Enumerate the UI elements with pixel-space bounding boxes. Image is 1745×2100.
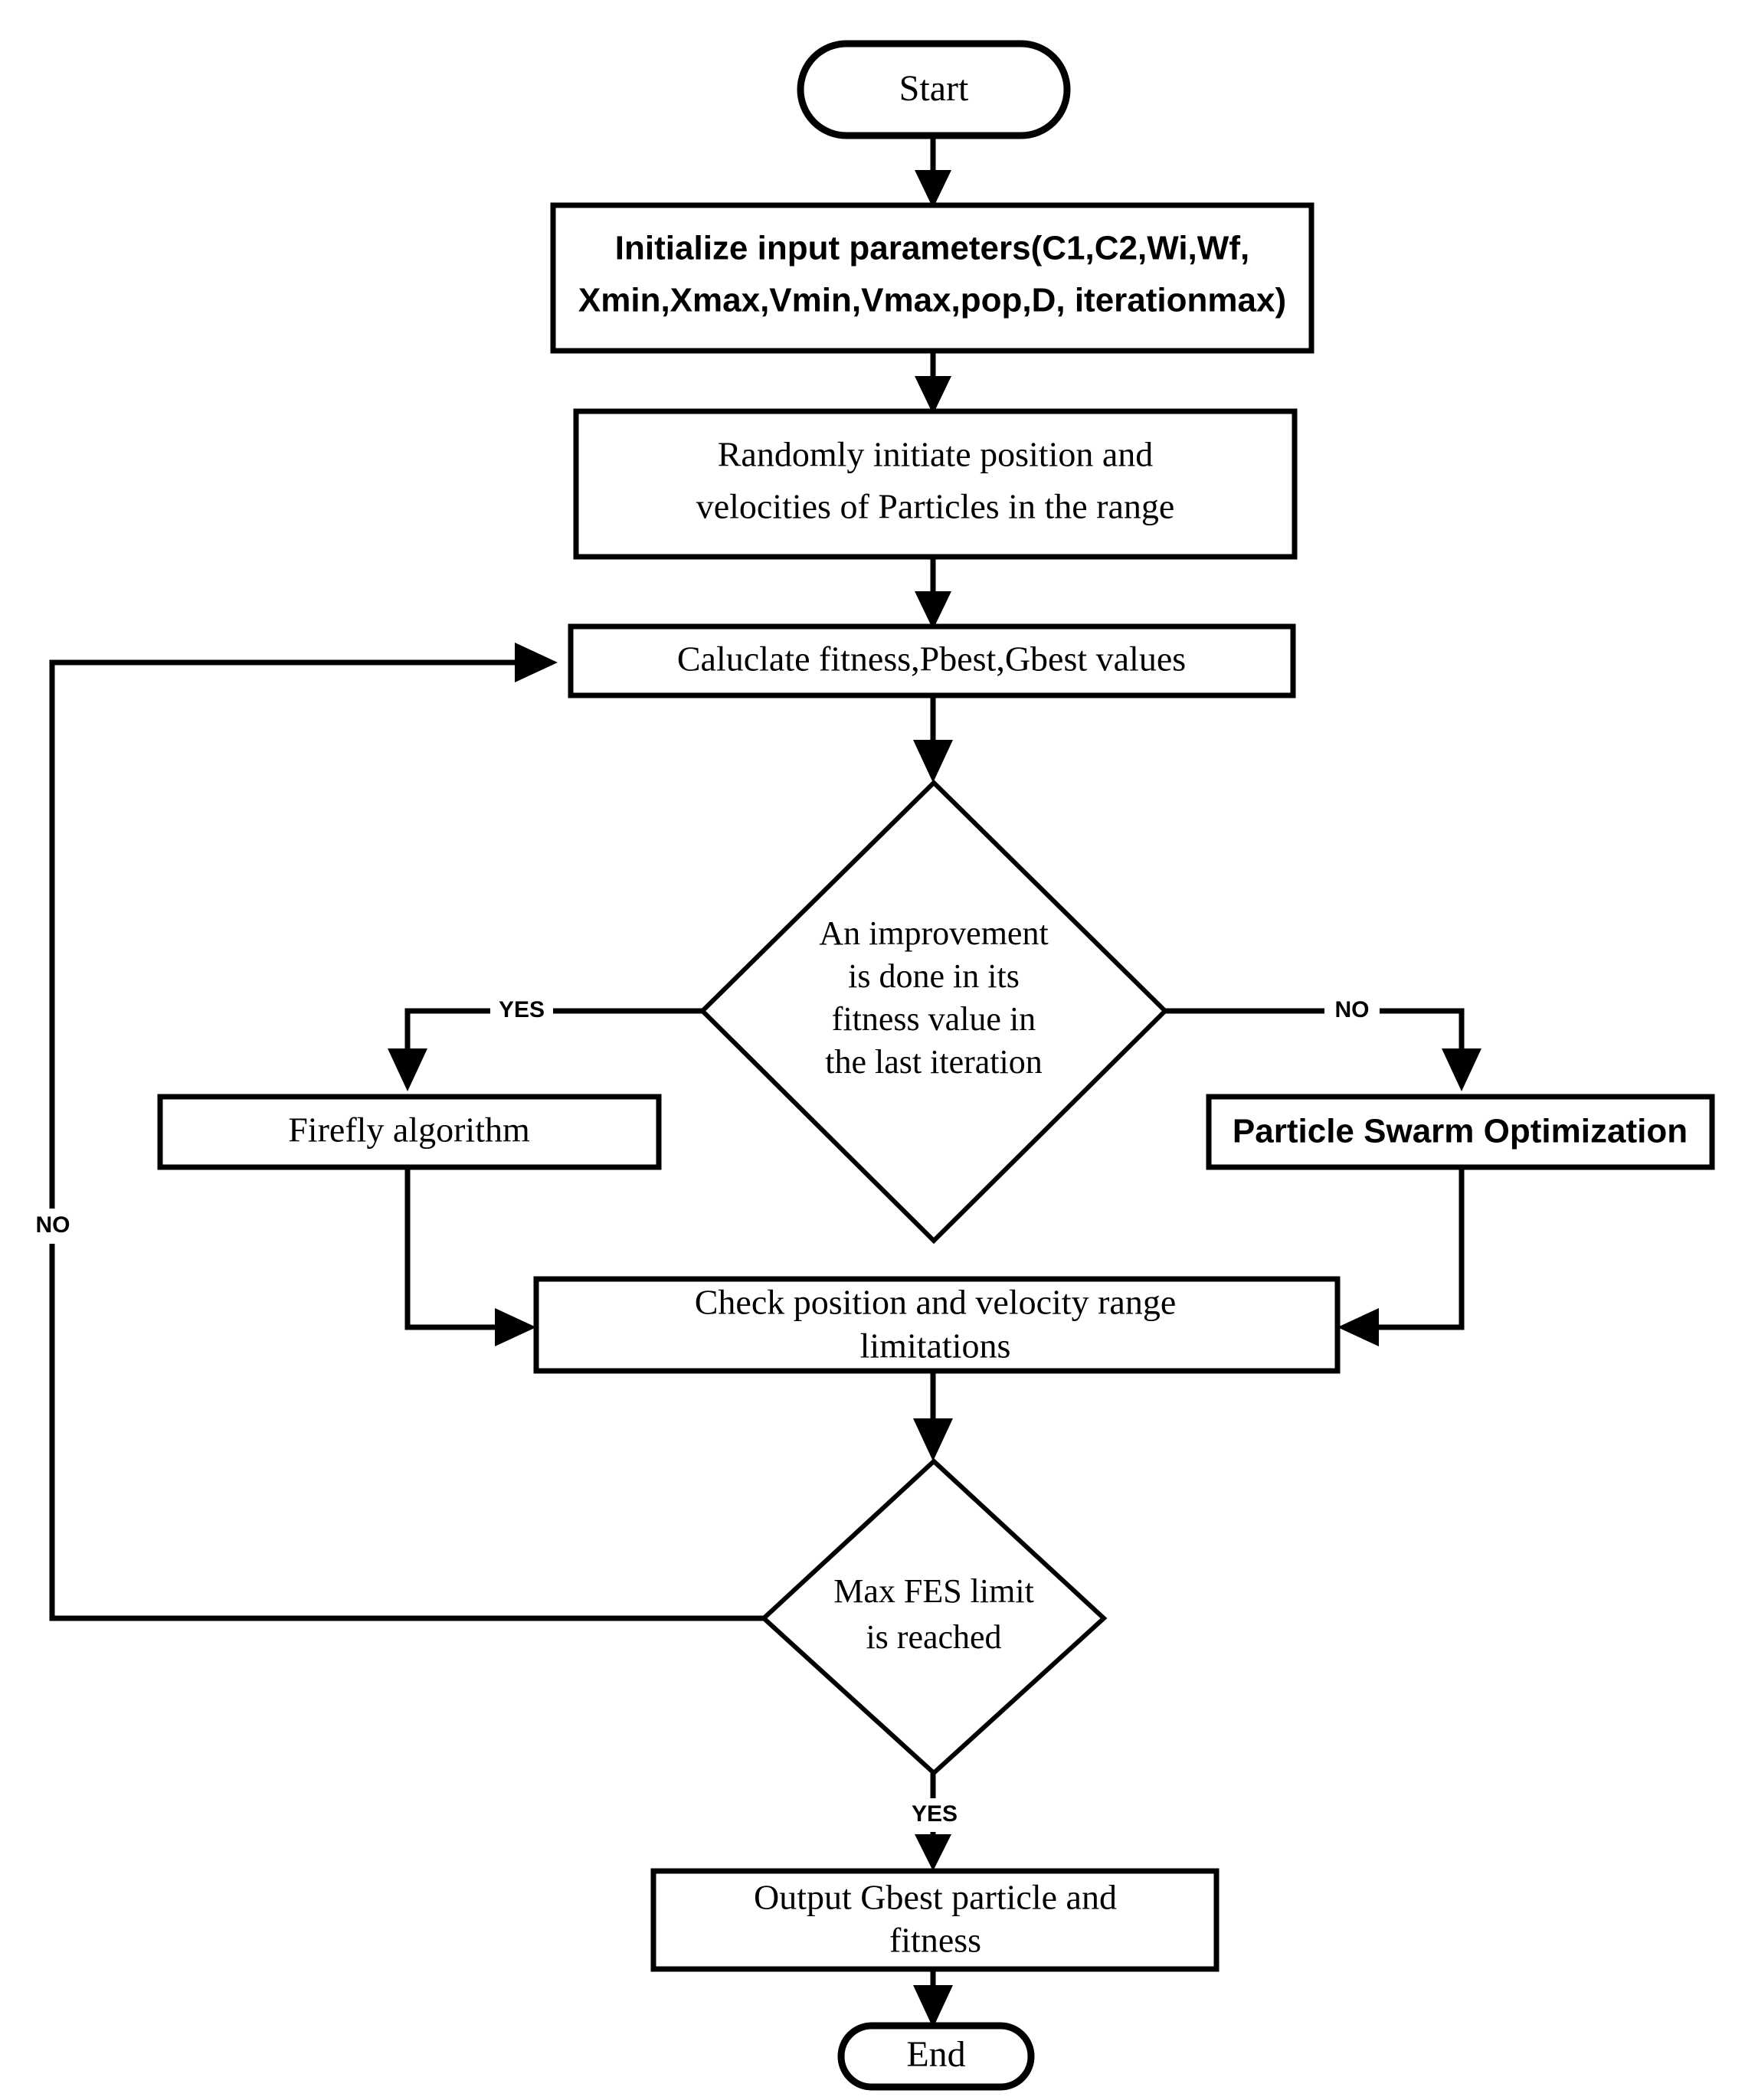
edge-improvement-yes-to-firefly [388, 1008, 703, 1091]
node-random-init[interactable]: Randomly initiate position and velocitie… [573, 408, 1298, 560]
output-line1: Output Gbest particle and [754, 1878, 1117, 1917]
check-limits-line2: limitations [860, 1326, 1011, 1366]
firefly-label: Firefly algorithm [288, 1111, 530, 1150]
random-init-label-line2: velocities of Particles in the range [696, 487, 1175, 526]
edge-random-init-to-calculate-fitness [915, 557, 951, 630]
check-limits-shape [533, 1276, 1341, 1374]
edge-label-loop-no-text: NO [36, 1212, 70, 1238]
edge-maxfes-no-loopback [49, 643, 766, 1621]
edge-label-maxfes-yes: YES [902, 1798, 967, 1832]
improvement-decision-line2: is done in its [848, 957, 1020, 995]
pso-shape [1206, 1094, 1715, 1170]
edge-initialize-to-random-init [915, 351, 951, 414]
edge-firefly-to-check-limits [404, 1167, 536, 1346]
improvement-decision-line4: the last iteration [825, 1043, 1042, 1081]
initialize-label-line1: Initialize input parameters(C1,C2,Wi,Wf, [615, 230, 1249, 267]
calculate-fitness-shape [568, 623, 1296, 698]
edge-calculate-fitness-to-improvement [913, 695, 953, 783]
end-label: End [906, 2034, 965, 2075]
edge-label-yes-text: YES [499, 997, 545, 1022]
maxfes-decision-shape [760, 1457, 1108, 1777]
firefly-shape [157, 1094, 662, 1170]
initialize-label-line2: Xmin,Xmax,Vmin,Vmax,pop,D, iterationmax) [578, 282, 1286, 319]
maxfes-decision-line2: is reached [866, 1618, 1001, 1656]
node-output[interactable]: Output Gbest particle and fitness [650, 1868, 1220, 1972]
edge-label-maxfes-no: NO [26, 1209, 80, 1244]
check-limits-line1: Check position and velocity range [695, 1283, 1177, 1322]
edge-improvement-no-to-pso [1164, 1008, 1481, 1091]
initialize-shape [550, 202, 1314, 354]
node-end[interactable]: End [837, 2022, 1035, 2091]
start-label: Start [899, 68, 969, 109]
node-start[interactable]: Start [797, 40, 1071, 139]
maxfes-decision-line1: Max FES limit [833, 1572, 1034, 1610]
random-init-label-line1: Randomly initiate position and [718, 435, 1154, 474]
edge-start-to-initialize [915, 134, 951, 208]
improvement-decision-line1: An improvement [819, 914, 1048, 952]
edge-label-improvement-yes: YES [490, 994, 553, 1028]
end-shape [837, 2022, 1035, 2091]
edge-label-improvement-no: NO [1324, 994, 1380, 1028]
output-line2: fitness [889, 1921, 981, 1960]
random-init-shape [573, 408, 1298, 560]
edge-label-final-yes-text: YES [912, 1801, 958, 1827]
node-firefly[interactable]: Firefly algorithm [157, 1094, 662, 1170]
output-shape [650, 1868, 1220, 1972]
improvement-decision-shape [699, 779, 1169, 1245]
improvement-decision-line3: fitness value in [832, 1000, 1036, 1038]
node-calculate-fitness[interactable]: Caluclate fitness,Pbest,Gbest values [568, 623, 1296, 698]
node-improvement-decision[interactable]: An improvement is done in its fitness va… [699, 779, 1169, 1245]
edge-output-to-end [913, 1968, 953, 2028]
edge-check-limits-to-maxfes [913, 1371, 953, 1461]
node-check-limits[interactable]: Check position and velocity range limita… [533, 1276, 1341, 1374]
edge-pso-to-check-limits [1337, 1167, 1465, 1346]
calculate-fitness-label: Caluclate fitness,Pbest,Gbest values [677, 639, 1186, 679]
node-pso[interactable]: Particle Swarm Optimization [1206, 1094, 1715, 1170]
pso-label: Particle Swarm Optimization [1233, 1113, 1688, 1150]
node-maxfes-decision[interactable]: Max FES limit is reached [760, 1457, 1108, 1777]
edge-label-no-text: NO [1335, 997, 1370, 1022]
node-initialize[interactable]: Initialize input parameters(C1,C2,Wi,Wf,… [550, 202, 1314, 354]
start-shape [797, 40, 1071, 139]
